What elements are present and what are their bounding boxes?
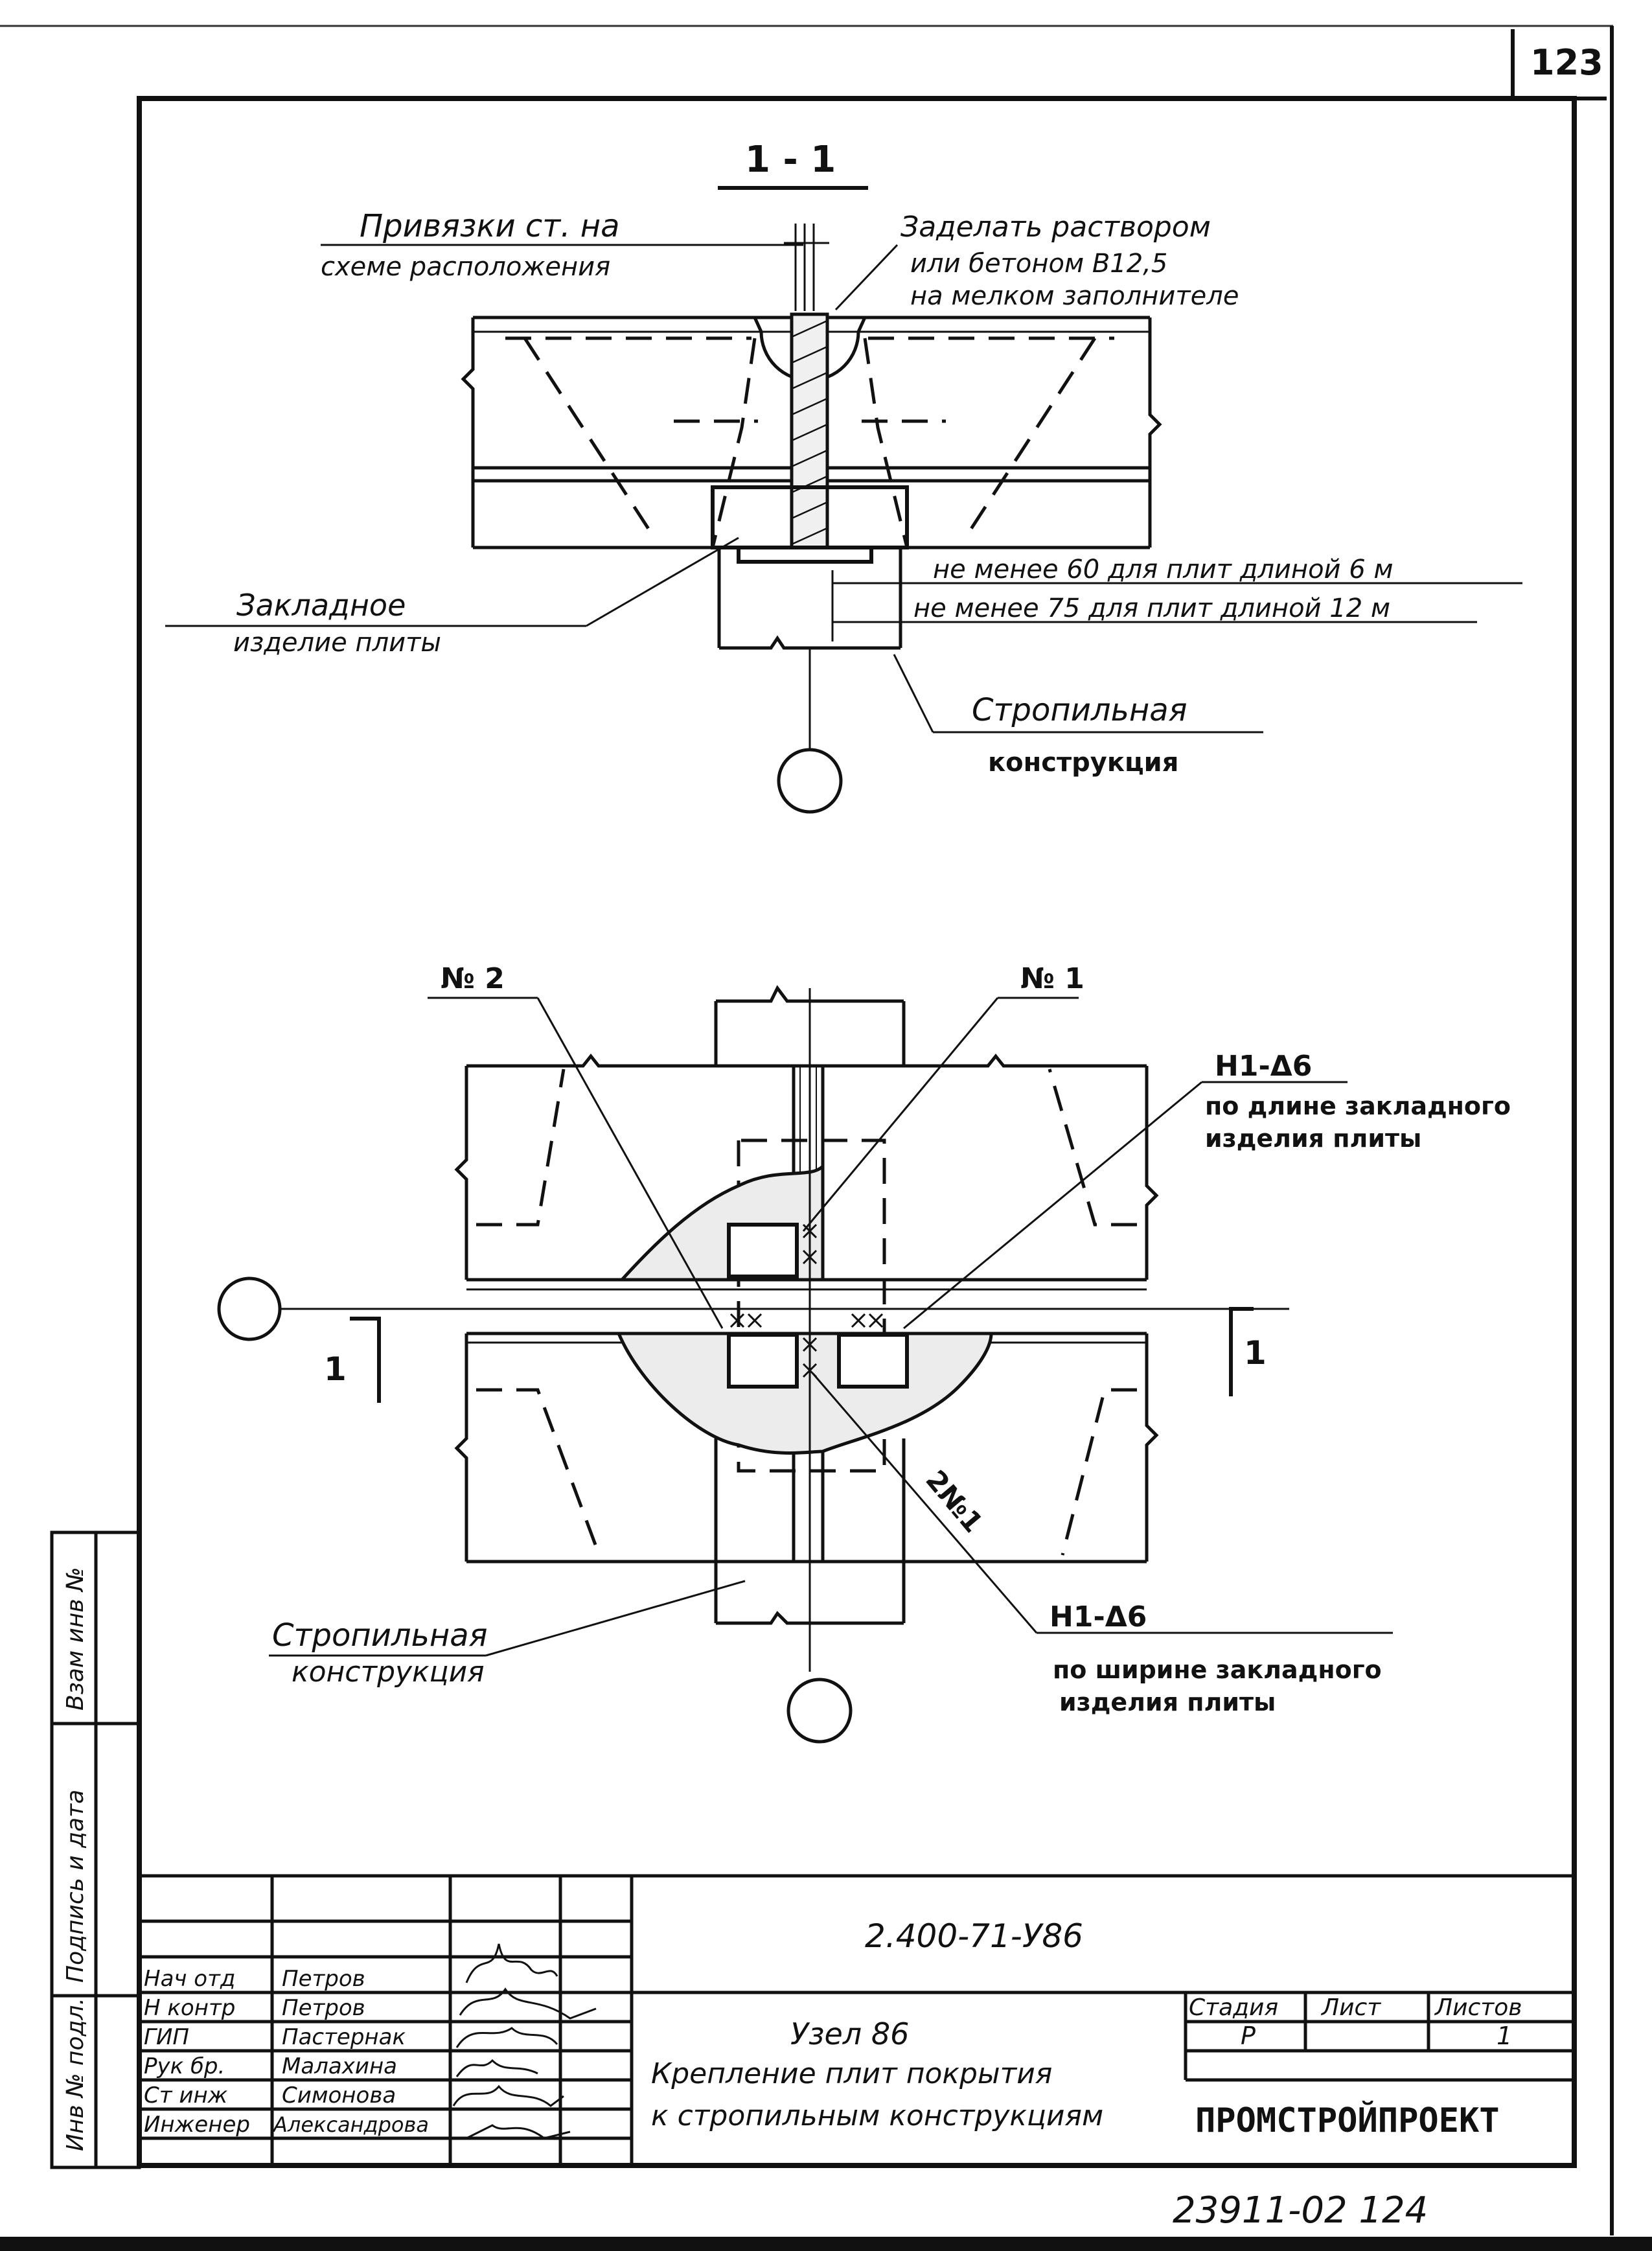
rafter-section: [717, 548, 902, 650]
page-number: 123: [1530, 42, 1603, 83]
section-leaders: [165, 244, 1522, 733]
staff-role: Рук бр.: [144, 2053, 225, 2079]
staff-name: Симонова: [282, 2083, 396, 2108]
main-frame: [137, 96, 1577, 2168]
plan-rafter-line2: конструкция: [292, 1656, 485, 1689]
bottom-edge-bar: [0, 2237, 1652, 2251]
staff-role: Ст инж: [144, 2083, 228, 2108]
callout-fill-line1: Заделать раствором: [901, 211, 1211, 244]
footer-code: 23911-02 124: [1173, 2189, 1428, 2232]
col-sheets: Листов: [1434, 1994, 1522, 2021]
plan-leaders: [269, 997, 1393, 1657]
weld-bottom-symbol: Н1-Δ6: [1050, 1600, 1147, 1633]
staff-role: ГИП: [144, 2024, 189, 2050]
cut-label-right: 1: [1244, 1334, 1267, 1372]
label-2no1: 2№1: [919, 1464, 989, 1539]
node-title: Узел 86: [790, 2016, 909, 2051]
staff-name: Петров: [282, 1966, 365, 1992]
plan-lower-hidden: [476, 1388, 1137, 1556]
weld-bottom-line2: по ширине закладного: [1053, 1656, 1382, 1684]
cut-marks: [350, 1307, 1254, 1403]
label-no2: № 2: [441, 962, 505, 995]
cut-label-left: 1: [324, 1350, 347, 1388]
grout-joint: [790, 312, 829, 549]
weld-top-line2: по длине закладного: [1205, 1092, 1511, 1120]
staff-name: Петров: [282, 1995, 365, 2021]
organization: ПРОМСТРОЙПРОЕКТ: [1195, 2101, 1500, 2140]
staff-role: Инженер: [144, 2112, 250, 2138]
callout-fill-line3: на мелком заполнителе: [910, 281, 1239, 311]
col-sheet: Лист: [1320, 1994, 1381, 2021]
slab-hidden-lines: [505, 336, 1114, 548]
plan-axis-marker-left: [217, 1276, 282, 1341]
side-stamp-sign: Подпись и дата: [62, 1790, 89, 1983]
callout-rafter-line1: Стропильная: [972, 692, 1187, 728]
plan-plates: [727, 1223, 909, 1389]
description-line2: к стропильным конструкциям: [651, 2099, 1103, 2132]
weld-top-symbol: Н1-Δ6: [1215, 1050, 1312, 1083]
reference-ticks: [784, 224, 829, 311]
callout-rafter-line2: конструкция: [988, 748, 1178, 778]
dim-label-60: не менее 60 для плит длиной 6 м: [933, 555, 1394, 584]
staff-role: Нач отд: [144, 1966, 235, 1992]
label-no1: № 1: [1020, 962, 1084, 995]
dim-label-75: не менее 75 для плит длиной 12 м: [913, 594, 1390, 623]
callout-ref-line1: Привязки ст. на: [360, 208, 620, 244]
plan-axis-marker-bottom: [786, 1678, 853, 1744]
description-line1: Крепление плит покрытия: [651, 2057, 1052, 2090]
plan-rafter-line1: Стропильная: [272, 1617, 488, 1654]
side-stamp-inv: Инв № подл.: [62, 1998, 89, 2151]
col-stage: Стадия: [1189, 1994, 1278, 2021]
embedded-plates: [711, 485, 909, 564]
staff-name: Малахина: [282, 2053, 397, 2079]
side-stamp: [50, 1530, 141, 2169]
side-stamp-replace: Взам инв №: [62, 1567, 89, 1711]
plan-view: 1 1 № 2 № 1 Н1-Δ6 по длине закладного из…: [217, 962, 1511, 1744]
weld-top-line3: изделия плиты: [1205, 1124, 1421, 1153]
plan-rafter: [714, 985, 906, 1625]
callout-embed-line1: Закладное: [236, 588, 406, 623]
doc-code: 2.400-71-У86: [865, 1917, 1083, 1955]
callout-fill-line2: или бетоном В12,5: [910, 249, 1167, 279]
signatures: [452, 1943, 597, 2140]
section-1-1: 1 - 1: [165, 139, 1522, 814]
callout-ref-line2: схеме расположения: [321, 252, 610, 282]
weld-bottom-line3: изделия плиты: [1059, 1688, 1276, 1716]
section-label: 1 - 1: [745, 139, 836, 181]
staff-role: Н контр: [144, 1995, 235, 2021]
title-block: [139, 1874, 1574, 2167]
staff-table: Нач отд Петров Н контр Петров ГИП Пастер…: [144, 1966, 429, 2138]
callout-embed-line2: изделие плиты: [233, 628, 441, 658]
axis-marker-section: [777, 748, 843, 814]
staff-name: Пастернак: [282, 2024, 406, 2050]
stage-value: Р: [1241, 2022, 1256, 2050]
staff-name: Александрова: [272, 2112, 429, 2137]
sheets-value: 1: [1497, 2022, 1512, 2050]
